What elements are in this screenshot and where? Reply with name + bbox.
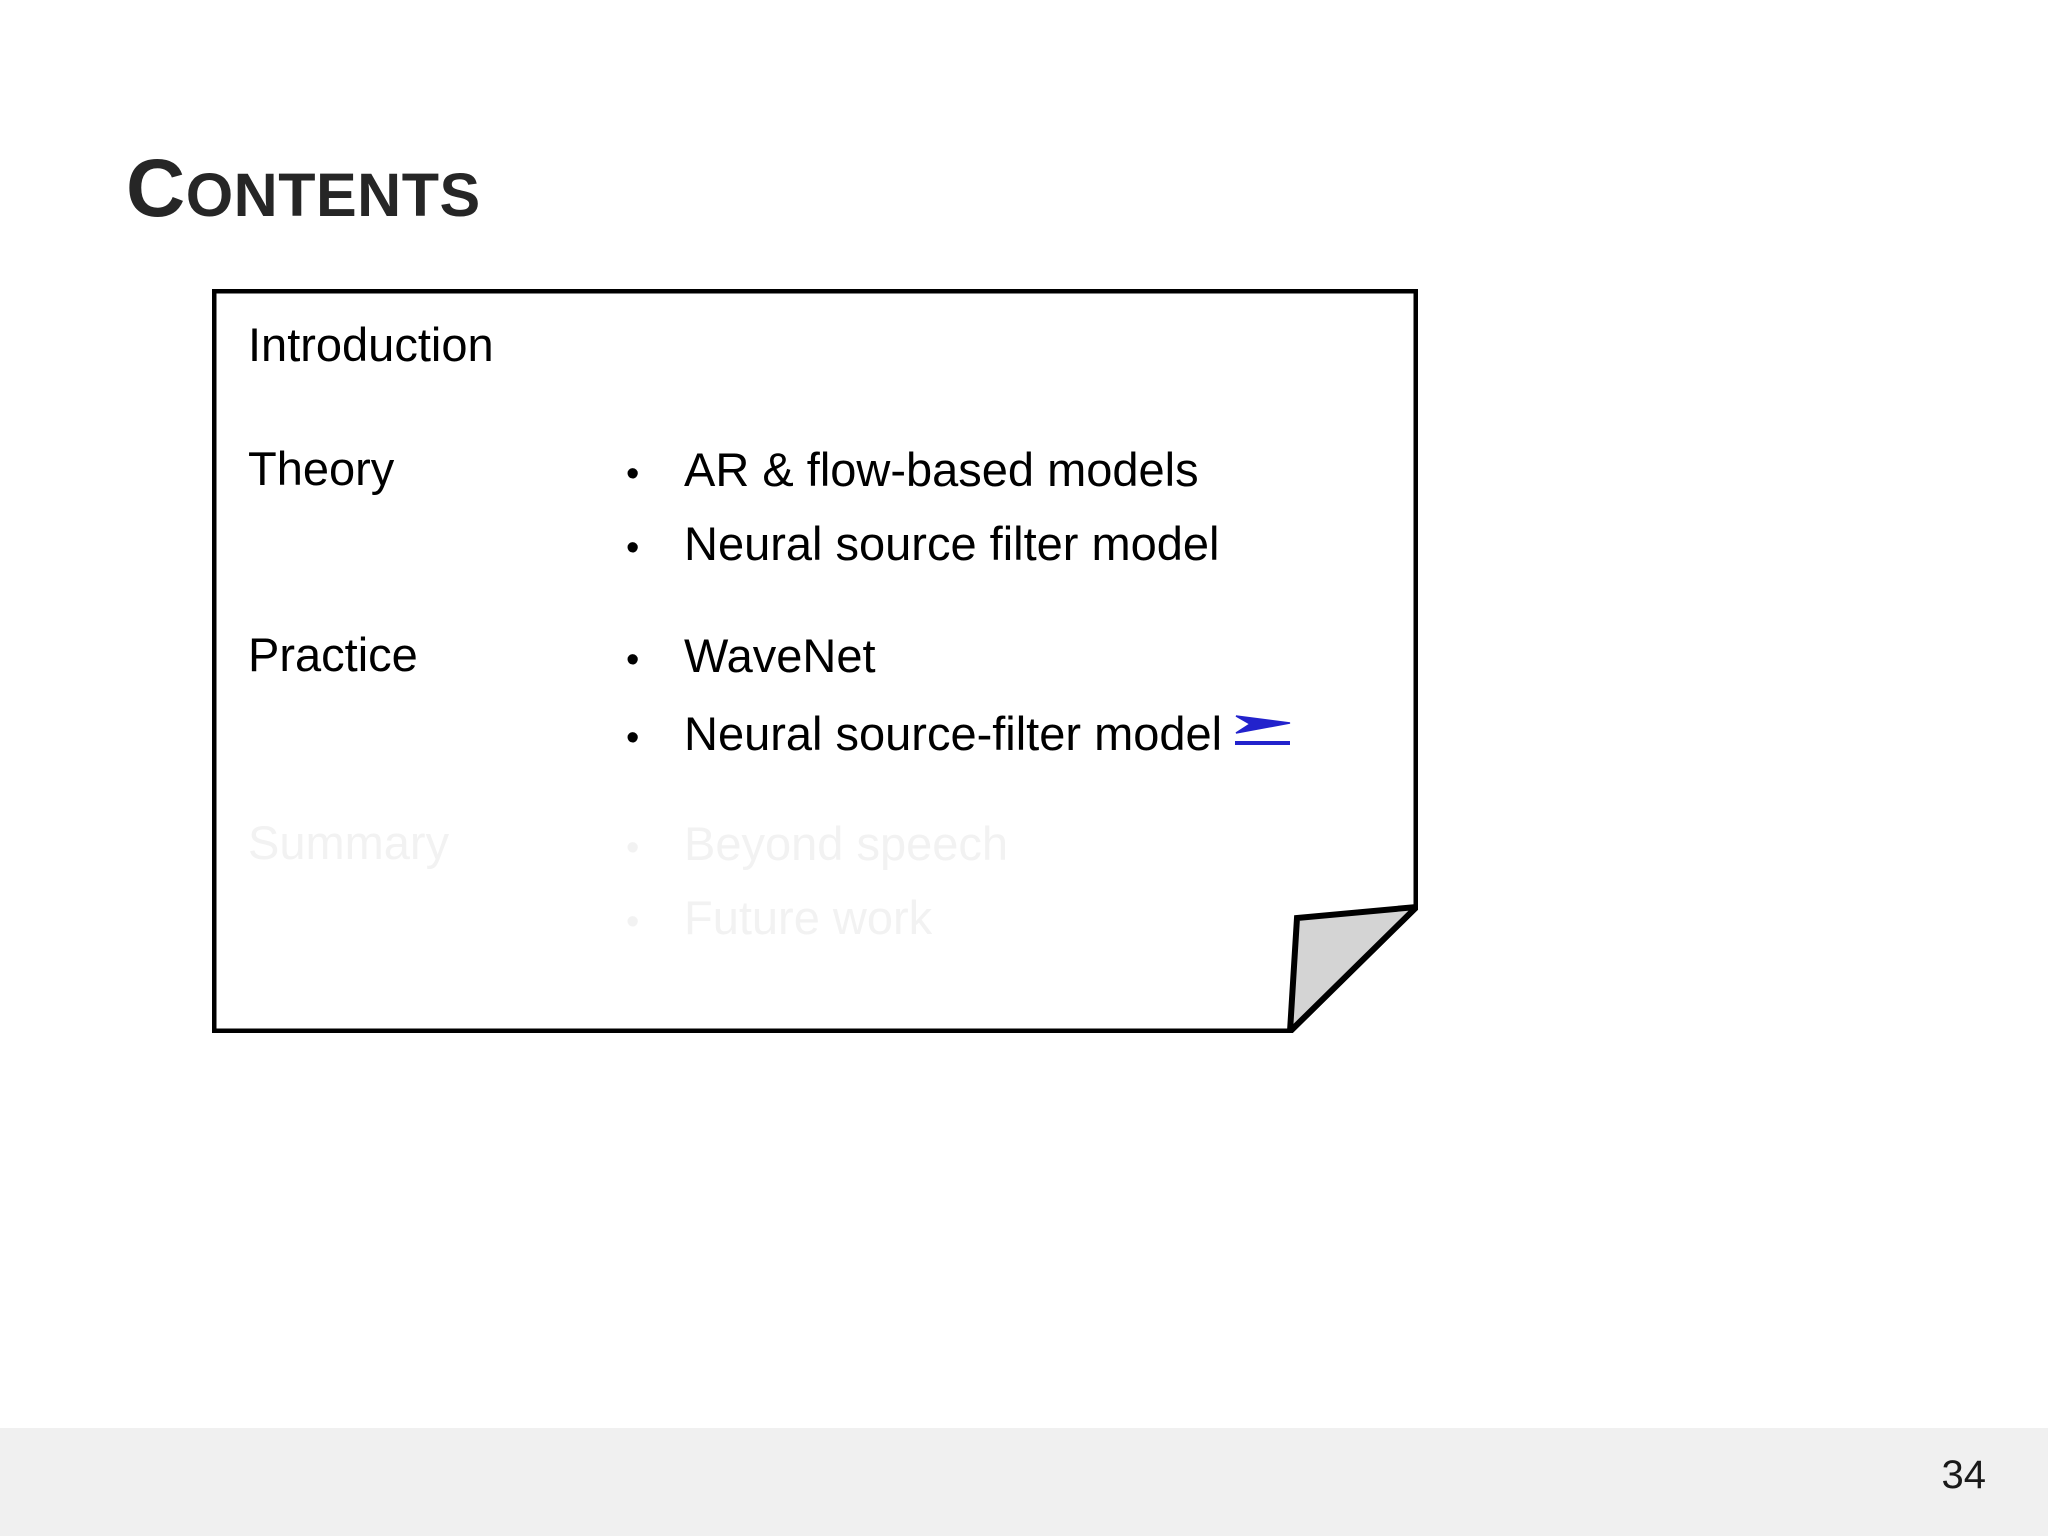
page-title-rest: ONTENTS bbox=[185, 161, 481, 229]
row-label-summary: Summary bbox=[248, 816, 450, 869]
bullet-item[interactable]: • Beyond speech bbox=[622, 820, 1408, 867]
contents-rows: Introduction Theory • AR & flow-based mo… bbox=[212, 289, 1418, 1033]
bullet-text: WaveNet bbox=[684, 629, 876, 682]
bullet-dot-icon: • bbox=[626, 527, 640, 569]
bullet-item[interactable]: • Neural source filter model bbox=[622, 520, 1408, 567]
page-number: 34 bbox=[1941, 1453, 1987, 1497]
contents-box-frame bbox=[212, 289, 1418, 1033]
row-label-introduction: Introduction bbox=[248, 318, 494, 371]
row-bullets-introduction bbox=[622, 321, 1408, 322]
bullet-dot-icon: • bbox=[626, 827, 640, 869]
page-title: CONTENTS bbox=[126, 148, 481, 230]
bullet-item[interactable]: • WaveNet bbox=[622, 632, 1408, 679]
bullet-item[interactable]: • Future work bbox=[622, 894, 1408, 941]
bullet-text: Neural source filter model bbox=[684, 517, 1220, 570]
bullet-dot-icon: • bbox=[626, 453, 640, 495]
bullet-dot-icon: • bbox=[626, 639, 640, 681]
contents-row-summary[interactable]: Summary • Beyond speech • Future work bbox=[248, 819, 1408, 941]
bullet-text: Future work bbox=[684, 891, 933, 944]
bullet-item[interactable]: • AR & flow-based models bbox=[622, 446, 1408, 493]
row-label-practice: Practice bbox=[248, 628, 418, 681]
bullet-text: AR & flow-based models bbox=[684, 443, 1199, 496]
contents-row-practice[interactable]: Practice • WaveNet • Neural source-filte… bbox=[248, 631, 1408, 757]
page-title-first-letter: C bbox=[126, 143, 186, 234]
row-bullets-practice: • WaveNet • Neural source-filter model bbox=[622, 631, 1408, 757]
row-bullets-summary: • Beyond speech • Future work bbox=[622, 819, 1408, 941]
bullet-dot-icon: • bbox=[626, 717, 640, 759]
contents-box: Introduction Theory • AR & flow-based mo… bbox=[212, 289, 1418, 1033]
row-bullets-theory: • AR & flow-based models • Neural source… bbox=[622, 445, 1408, 567]
bullet-text: Neural source-filter model bbox=[684, 707, 1223, 760]
bullet-text: Beyond speech bbox=[684, 817, 1009, 870]
bullet-item-current[interactable]: • Neural source-filter model bbox=[622, 706, 1408, 757]
contents-row-introduction[interactable]: Introduction bbox=[248, 321, 1408, 368]
footer-band bbox=[0, 1428, 2048, 1536]
bullet-dot-icon: • bbox=[626, 901, 640, 943]
row-label-theory: Theory bbox=[248, 442, 395, 495]
blue-arrow-link-icon[interactable] bbox=[1232, 706, 1294, 750]
contents-row-theory[interactable]: Theory • AR & flow-based models • Neural… bbox=[248, 445, 1408, 567]
